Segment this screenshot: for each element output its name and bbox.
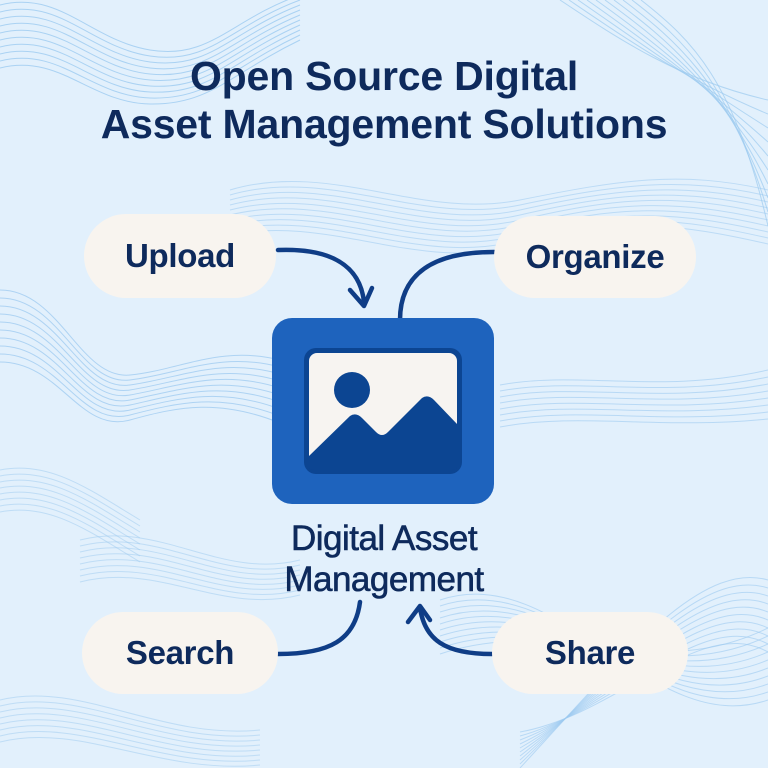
image-icon bbox=[272, 318, 494, 504]
node-search[interactable]: Search bbox=[82, 612, 278, 694]
wave-line-right bbox=[499, 411, 768, 422]
wave-line-left-lower bbox=[0, 473, 141, 527]
wave-line-top-right bbox=[622, 0, 768, 199]
wave-line-bottom-left bbox=[0, 713, 261, 747]
wave-line-left bbox=[0, 313, 281, 391]
wave-line-upper-band bbox=[229, 194, 768, 221]
wave-line-left bbox=[0, 305, 281, 386]
wave-line-top-right bbox=[640, 0, 768, 227]
wave-line-top-left bbox=[0, 24, 301, 87]
wave-line-left bbox=[0, 297, 281, 381]
wave-line-left bbox=[0, 345, 281, 412]
wave-line-top-right bbox=[577, 0, 768, 129]
wave-line-top-right bbox=[559, 0, 768, 101]
wave-line-right bbox=[499, 390, 768, 404]
wave-line-left bbox=[0, 361, 281, 424]
connector-share-to-center bbox=[417, 605, 495, 657]
center-label-line-1: Digital Asset bbox=[290, 519, 478, 559]
wave-line-upper-band bbox=[229, 178, 768, 205]
wave-line-left-lower bbox=[0, 497, 141, 551]
wave-line-mid-left bbox=[79, 565, 301, 590]
wave-line-right bbox=[499, 376, 768, 392]
sun-icon bbox=[334, 372, 370, 408]
wave-line-left bbox=[0, 353, 281, 418]
wave-line-top-left bbox=[0, 0, 289, 52]
wave-line-top-left bbox=[0, 39, 301, 105]
wave-line-top-right bbox=[613, 0, 768, 185]
node-organize-label: Organize bbox=[525, 238, 665, 275]
mountain-icon bbox=[309, 396, 457, 470]
wave-line-mid-left bbox=[79, 547, 301, 575]
wave-line-bottom-left bbox=[0, 707, 261, 742]
wave-line-left-lower bbox=[0, 503, 141, 557]
wave-line-top-left bbox=[0, 9, 301, 70]
wave-line-top-right bbox=[595, 0, 768, 157]
wave-line-right bbox=[499, 369, 768, 386]
connector-upload-to-center bbox=[275, 247, 367, 305]
wave-line-bottom-left bbox=[0, 736, 261, 767]
node-search-label: Search bbox=[125, 634, 235, 671]
wave-line-mid-left bbox=[79, 535, 301, 565]
wave-line-top-left bbox=[0, 34, 301, 99]
wave-line-top-right bbox=[568, 0, 768, 115]
node-organize[interactable]: Organize bbox=[494, 216, 696, 298]
wave-line-right bbox=[499, 404, 768, 416]
wave-line-top-left bbox=[0, 14, 301, 76]
wave-line-left bbox=[0, 337, 281, 407]
wave-line-left-lower bbox=[0, 467, 141, 521]
wave-line-upper-band bbox=[229, 189, 768, 216]
center-node-label: Digital Asset Management bbox=[234, 518, 534, 600]
wave-line-left-lower bbox=[0, 491, 141, 545]
wave-line-left-lower bbox=[0, 485, 141, 539]
connector-center-to-organize bbox=[397, 249, 497, 323]
arrowhead-share-icon bbox=[405, 603, 433, 625]
node-upload[interactable]: Upload bbox=[84, 214, 276, 298]
wave-line-bottom-left bbox=[0, 725, 261, 757]
page-title: Open Source Digital Asset Management Sol… bbox=[0, 52, 768, 148]
wave-line-mid-left bbox=[79, 559, 301, 585]
wave-line-left bbox=[0, 321, 281, 397]
title-line-1: Open Source Digital bbox=[189, 53, 579, 99]
wave-line-mid-left bbox=[79, 576, 301, 601]
wave-line-top-right bbox=[604, 0, 768, 171]
wave-line-left bbox=[0, 329, 281, 402]
wave-line-left-lower bbox=[0, 479, 141, 533]
wave-line-top-left bbox=[0, 0, 301, 58]
wave-line-bottom-left bbox=[0, 731, 261, 762]
title-line-2: Asset Management Solutions bbox=[100, 101, 668, 147]
wave-line-bottom-left bbox=[0, 701, 261, 737]
wave-line-top-right bbox=[631, 0, 768, 213]
connector-center-to-search bbox=[275, 599, 363, 657]
wave-line-left-lower bbox=[0, 509, 141, 563]
node-share[interactable]: Share bbox=[492, 612, 688, 694]
wave-line-mid-left bbox=[79, 541, 301, 570]
wave-line-right bbox=[499, 397, 768, 410]
wave-line-bottom-left bbox=[0, 719, 261, 752]
wave-line-mid-left bbox=[79, 553, 301, 580]
wave-line-top-left bbox=[0, 29, 301, 93]
wave-line-left bbox=[0, 289, 281, 376]
wave-line-top-left bbox=[0, 4, 301, 64]
node-share-label: Share bbox=[544, 634, 636, 671]
wave-line-right bbox=[499, 418, 768, 428]
wave-line-upper-band bbox=[229, 184, 768, 211]
wave-line-mid-left bbox=[79, 571, 301, 595]
wave-line-top-right bbox=[586, 0, 768, 143]
node-upload-label: Upload bbox=[124, 237, 236, 274]
wave-line-top-left bbox=[0, 19, 301, 81]
arrowhead-upload-icon bbox=[347, 285, 375, 309]
wave-line-bottom-left bbox=[0, 695, 261, 732]
center-label-line-2: Management bbox=[284, 560, 484, 600]
wave-line-right bbox=[499, 383, 768, 398]
